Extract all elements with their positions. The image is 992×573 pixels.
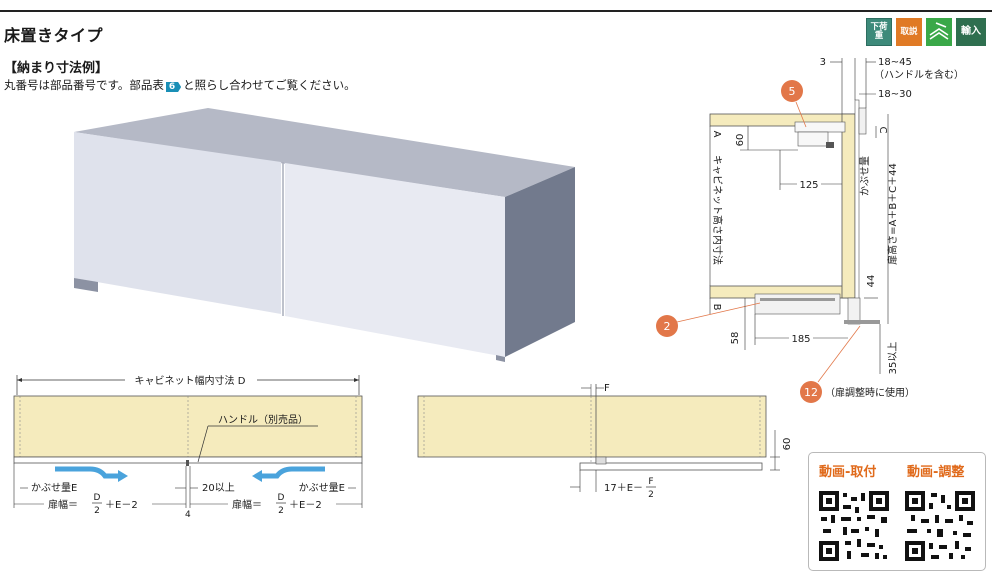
top-view-drawing: F 60 17＋E－ F 2 <box>417 383 793 500</box>
adjust-video-label[interactable]: 動画-調整 <box>907 465 965 480</box>
label-B: B <box>711 304 722 311</box>
parts-table-tag: 6 <box>165 82 182 92</box>
overlay-label: かぶせ量 <box>859 156 871 196</box>
desc-text-before: 丸番号は部品番号です。部品表 <box>4 78 164 92</box>
dim-18-45: 18~45 <box>878 57 912 68</box>
desc-text-after: と照らし合わせてご覧ください。 <box>183 78 356 92</box>
door-width-right-suffix: ＋E－2 <box>289 500 322 511</box>
door-width-left-frac-num: D <box>94 493 101 503</box>
cabinet-width-label: キャビネット幅内寸法 D <box>135 374 246 387</box>
side-dim-60: 60 <box>735 134 746 147</box>
door-width-right-prefix: 扉幅＝ <box>232 498 262 511</box>
door-width-right-frac-num: D <box>278 493 285 503</box>
dim-185: 185 <box>791 334 810 345</box>
cabinet-3d-illustration <box>74 108 575 362</box>
manual-badge[interactable]: 取説 <box>896 18 922 46</box>
dim-handle-note: （ハンドルを含む） <box>874 68 964 81</box>
install-video-label[interactable]: 動画-取付 <box>819 465 877 480</box>
handle-label: ハンドル（別売品） <box>218 413 308 426</box>
dim-58: 58 <box>730 332 741 345</box>
overlay-right-label: かぶせ量E <box>299 482 345 494</box>
top-view-dim-60: 60 <box>782 438 793 451</box>
install-video-qr-icon[interactable] <box>817 489 891 563</box>
badge-group: 下荷重 取説 輸入 <box>866 18 986 46</box>
dim-44: 44 <box>866 275 877 288</box>
label-F: F <box>604 383 610 394</box>
part-12-marker: 12 <box>804 386 818 399</box>
drawing-icon[interactable] <box>926 18 952 46</box>
door-width-right-frac-den: 2 <box>278 506 284 516</box>
front-view-drawing: キャビネット幅内寸法 D ハンドル（別売品） かぶせ量E かぶせ量E 20以上 … <box>13 373 363 520</box>
import-badge: 輸入 <box>956 18 986 46</box>
dim-4-label: 4 <box>185 510 191 520</box>
gap-label: 20以上 <box>202 482 235 494</box>
top-view-formula-prefix: 17＋E－ <box>604 483 643 494</box>
label-C: C <box>877 127 888 134</box>
header-rule <box>0 10 992 12</box>
dim-125: 125 <box>799 180 818 191</box>
page-title: 床置きタイプ <box>4 26 104 45</box>
cabinet-height-label: キャビネット高さ内寸法 <box>711 155 724 265</box>
door-width-left-suffix: ＋E－2 <box>105 500 138 511</box>
part-2-marker: 2 <box>664 320 671 333</box>
bottom-load-badge: 下荷重 <box>866 18 892 46</box>
part-12-note: （扉調整時に使用） <box>825 386 915 399</box>
top-view-frac-num: F <box>648 477 653 487</box>
door-width-left-prefix: 扉幅＝ <box>48 498 78 511</box>
dim-18-30: 18~30 <box>878 89 912 100</box>
door-height-label: 扉高さ=A＋B＋C＋44 <box>886 163 899 265</box>
top-view-frac-den: 2 <box>648 490 654 500</box>
dim-35: 35以上 <box>887 342 899 375</box>
part-5-marker: 5 <box>789 85 796 98</box>
section-subtitle: 【納まり寸法例】 <box>4 61 109 76</box>
adjust-video-qr-icon[interactable] <box>903 489 977 563</box>
overlay-left-label: かぶせ量E <box>31 482 77 494</box>
video-qr-panel: 動画-取付 動画-調整 <box>808 452 986 571</box>
side-section-drawing: 5 2 12 （扉調整時に使用） 3 18~45 （ハンドルを含む） 18~30… <box>656 57 964 403</box>
label-A: A <box>711 131 722 138</box>
dim-3: 3 <box>820 57 826 68</box>
door-width-left-frac-den: 2 <box>94 506 100 516</box>
